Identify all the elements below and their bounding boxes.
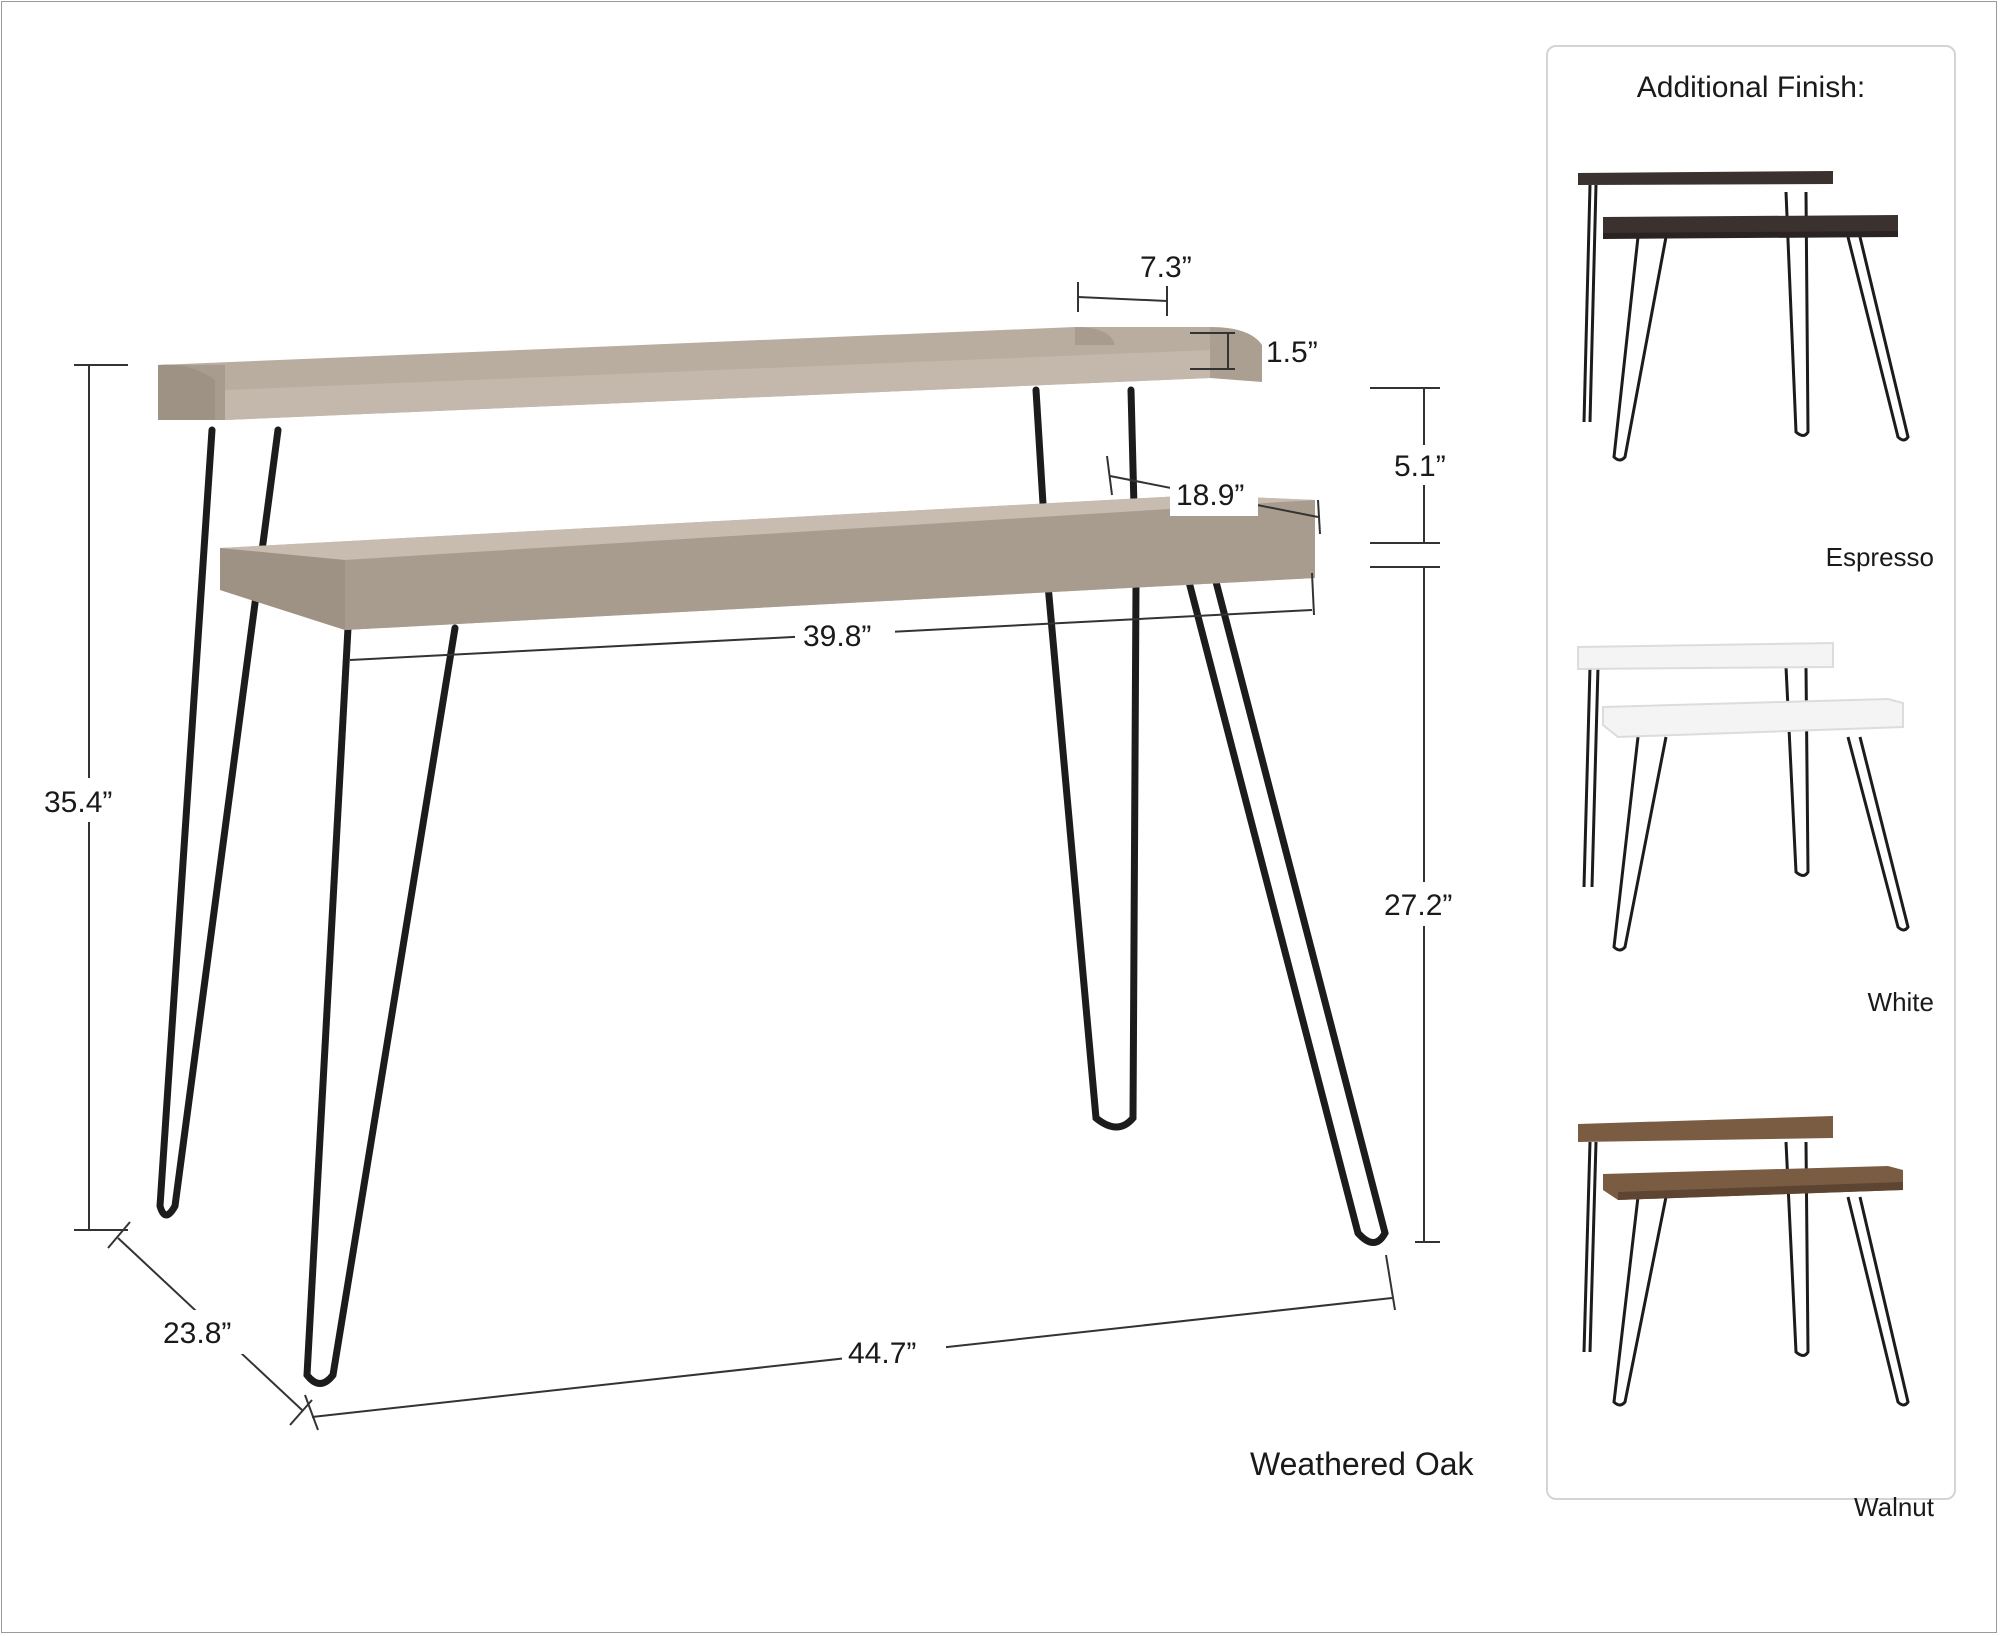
dim-overall-depth: 23.8” <box>163 1317 231 1350</box>
back-left-leg <box>156 426 282 1219</box>
dim-overall-width: 44.7” <box>848 1337 916 1370</box>
dim-shelf-rail-height: 1.5” <box>1266 336 1318 369</box>
dim-desktop-width: 39.8” <box>803 620 871 653</box>
finish-label-white: White <box>1867 987 1934 1017</box>
dimension-lines <box>74 282 1440 1431</box>
main-finish-label: Weathered Oak <box>1250 1446 1474 1482</box>
walnut-desk-thumbnail <box>1578 1116 1910 1407</box>
walnut-top <box>1578 1116 1833 1142</box>
white-desk-thumbnail <box>1577 641 1910 952</box>
dim-desk-height: 27.2” <box>1384 889 1452 922</box>
panel-title: Additional Finish: <box>1636 71 1866 104</box>
dim-upper-shelf-depth: 7.3” <box>1140 251 1192 284</box>
back-right-leg <box>1044 581 1140 1131</box>
dim-overall-height: 35.4” <box>44 786 112 819</box>
upper-shelf <box>158 327 1262 420</box>
espresso-desk-thumbnail <box>1578 171 1910 462</box>
espresso-top <box>1578 171 1833 185</box>
white-top <box>1577 641 1834 671</box>
front-right-leg <box>1184 574 1389 1246</box>
dimension-labels: 7.3” 1.5” 5.1” 18.9” 39.8” 35.4” 27.2” 2… <box>38 246 1474 1374</box>
dim-desk-depth-top: 18.9” <box>1176 479 1244 512</box>
desktop <box>220 495 1315 630</box>
additional-finish-panel: Additional Finish: Espresso <box>1546 45 1956 1522</box>
front-left-leg <box>303 624 459 1387</box>
dim-shelf-clearance: 5.1” <box>1394 450 1446 483</box>
finish-label-walnut: Walnut <box>1854 1492 1934 1522</box>
finish-label-espresso: Espresso <box>1825 542 1934 572</box>
desk-dimension-diagram: 7.3” 1.5” 5.1” 18.9” 39.8” 35.4” 27.2” 2… <box>38 246 1474 1431</box>
